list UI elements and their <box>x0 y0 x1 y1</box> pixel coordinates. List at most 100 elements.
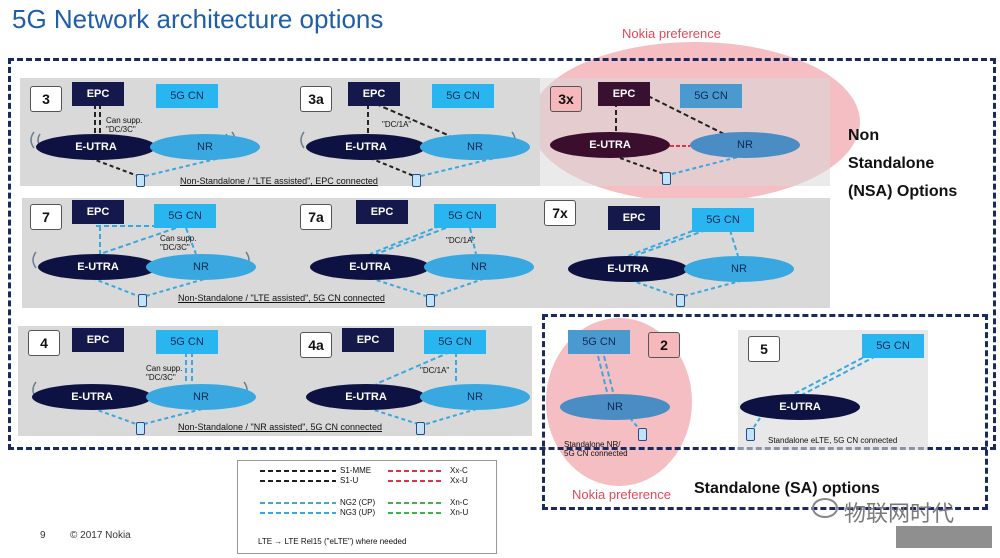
option-7-badge: 7 <box>30 204 62 230</box>
link-4a-ng3 <box>375 351 451 385</box>
legend-s1u: S1-U <box>340 476 359 485</box>
option-3x-nr: NR <box>690 132 800 158</box>
option-7x-badge: 7x <box>544 200 576 226</box>
option-7-eutra: E-UTRA <box>38 254 158 280</box>
option-3a-eutra: E-UTRA <box>306 134 426 160</box>
option-7-ue-icon <box>138 294 147 307</box>
option-3-caption: Can supp."DC/3C" <box>106 116 142 134</box>
option-3a-caption: "DC/1A" <box>382 120 412 129</box>
watermark-logo <box>812 498 838 518</box>
page-title: 5G Network architecture options <box>12 4 384 34</box>
nokia-preference-label-bottom: Nokia preference <box>572 487 671 502</box>
sa-options-frame <box>542 314 988 510</box>
link-3-ue-nr <box>144 157 221 177</box>
caption-line: Can supp. <box>106 116 143 125</box>
legend-swatches <box>260 470 444 514</box>
option-4-nr: NR <box>146 384 256 410</box>
caption-line: "DC/3C" <box>146 373 176 382</box>
caption-line: Can supp. <box>160 234 197 243</box>
option-7x-eutra: E-UTRA <box>568 256 688 282</box>
link-7-ue-lte <box>91 277 139 297</box>
option-3x-5gcn: 5G CN <box>680 84 742 108</box>
option-7-caption: Can supp."DC/3C" <box>160 234 196 252</box>
row1-note: Non-Standalone / "LTE assisted", EPC con… <box>180 176 378 186</box>
option-2-note: Standalone NR/5G CN connected <box>564 440 628 458</box>
option-5-eutra: E-UTRA <box>740 394 860 420</box>
option-3-epc: EPC <box>72 82 124 106</box>
option-2-badge: 2 <box>648 332 680 358</box>
link-4a-ue-lte <box>367 407 419 425</box>
nokia-preference-label-top: Nokia preference <box>622 26 721 41</box>
option-7x-5gcn: 5G CN <box>692 208 754 232</box>
link-7a-ng3-lte <box>375 227 447 255</box>
option-7-nr: NR <box>146 254 256 280</box>
copyright: © 2017 Nokia <box>70 530 131 541</box>
option-7a-5gcn: 5G CN <box>434 204 496 228</box>
link-7x-ng3-lte <box>633 229 707 257</box>
option-7a-ue-icon <box>426 294 435 307</box>
option-2-ue-icon <box>638 428 647 441</box>
sa-heading: Standalone (SA) options <box>694 480 880 497</box>
link-7-ng3-nr <box>185 227 197 255</box>
link-7a-ue-lte <box>369 277 427 297</box>
link-7a-ng2 <box>369 225 441 255</box>
option-7a-eutra: E-UTRA <box>310 254 430 280</box>
link-7-ue-nr <box>145 277 209 297</box>
option-4-badge: 4 <box>28 330 60 356</box>
option-3-ue-icon <box>136 174 145 187</box>
link-4-ue-nr <box>143 407 207 425</box>
option-3x-epc: EPC <box>598 82 650 106</box>
option-5-ue-icon <box>746 428 755 441</box>
legend-xnc: Xn-C <box>450 498 469 507</box>
link-2-ng3 <box>603 355 615 397</box>
link-3x-ue-nr <box>671 155 743 175</box>
link-5-ue <box>751 417 761 431</box>
link-3a-ue-nr <box>420 157 496 177</box>
option-4a-badge: 4a <box>300 332 332 358</box>
watermark-strip <box>896 526 992 548</box>
option-3a-ue-icon <box>412 174 421 187</box>
link-7a-ng3-nr <box>469 227 477 255</box>
option-3-eutra: E-UTRA <box>36 134 156 160</box>
link-2-ng2 <box>597 355 609 397</box>
option-3x-eutra: E-UTRA <box>550 132 670 158</box>
option-7-epc: EPC <box>72 200 124 224</box>
option-4a-epc: EPC <box>342 328 394 352</box>
option-3a-badge: 3a <box>300 86 332 112</box>
option-4a-nr: NR <box>420 384 530 410</box>
link-7x-ng2 <box>627 227 701 257</box>
caption-line: "DC/3C" <box>106 125 136 134</box>
link-3a-ue-lte <box>369 157 415 177</box>
option-3a-epc: EPC <box>348 82 400 106</box>
link-3-ue-lte <box>89 157 139 177</box>
link-3x-s1u <box>647 95 729 137</box>
option-7a-badge: 7a <box>300 204 332 230</box>
option-3x-badge: 3x <box>550 86 582 112</box>
option-4-eutra: E-UTRA <box>32 384 152 410</box>
option-3-5gcn: 5G CN <box>156 84 218 108</box>
option-3-badge: 3 <box>30 86 62 112</box>
option-5-5gcn: 5G CN <box>862 334 924 358</box>
option-4a-eutra: E-UTRA <box>306 384 426 410</box>
watermark-text: 物联网时代 <box>844 502 955 527</box>
link-5-ng2 <box>789 353 871 397</box>
link-5-ng3 <box>795 355 877 399</box>
note-line: Standalone NR/ <box>564 440 621 449</box>
option-2-nr: NR <box>560 394 670 420</box>
link-7x-ue-lte <box>629 279 677 297</box>
link-7x-ue-nr <box>683 279 745 297</box>
link-4-ue-lte <box>91 407 137 425</box>
nsa-heading-line1: Non <box>848 127 880 144</box>
link-3a-s1u <box>375 103 451 137</box>
option-3x-ue-icon <box>662 172 671 185</box>
legend-xxc: Xx-C <box>450 466 468 475</box>
option-7a-nr: NR <box>424 254 534 280</box>
option-3a-5gcn: 5G CN <box>432 84 494 108</box>
option-7-5gcn: 5G CN <box>154 204 216 228</box>
legend-xnu: Xn-U <box>450 508 469 517</box>
nsa-heading-line3: (NSA) Options <box>848 183 958 200</box>
option-4-5gcn: 5G CN <box>156 330 218 354</box>
page-number: 9 <box>40 530 46 541</box>
legend-s1mme: S1-MME <box>340 466 372 475</box>
option-4a-ue-icon <box>416 422 425 435</box>
